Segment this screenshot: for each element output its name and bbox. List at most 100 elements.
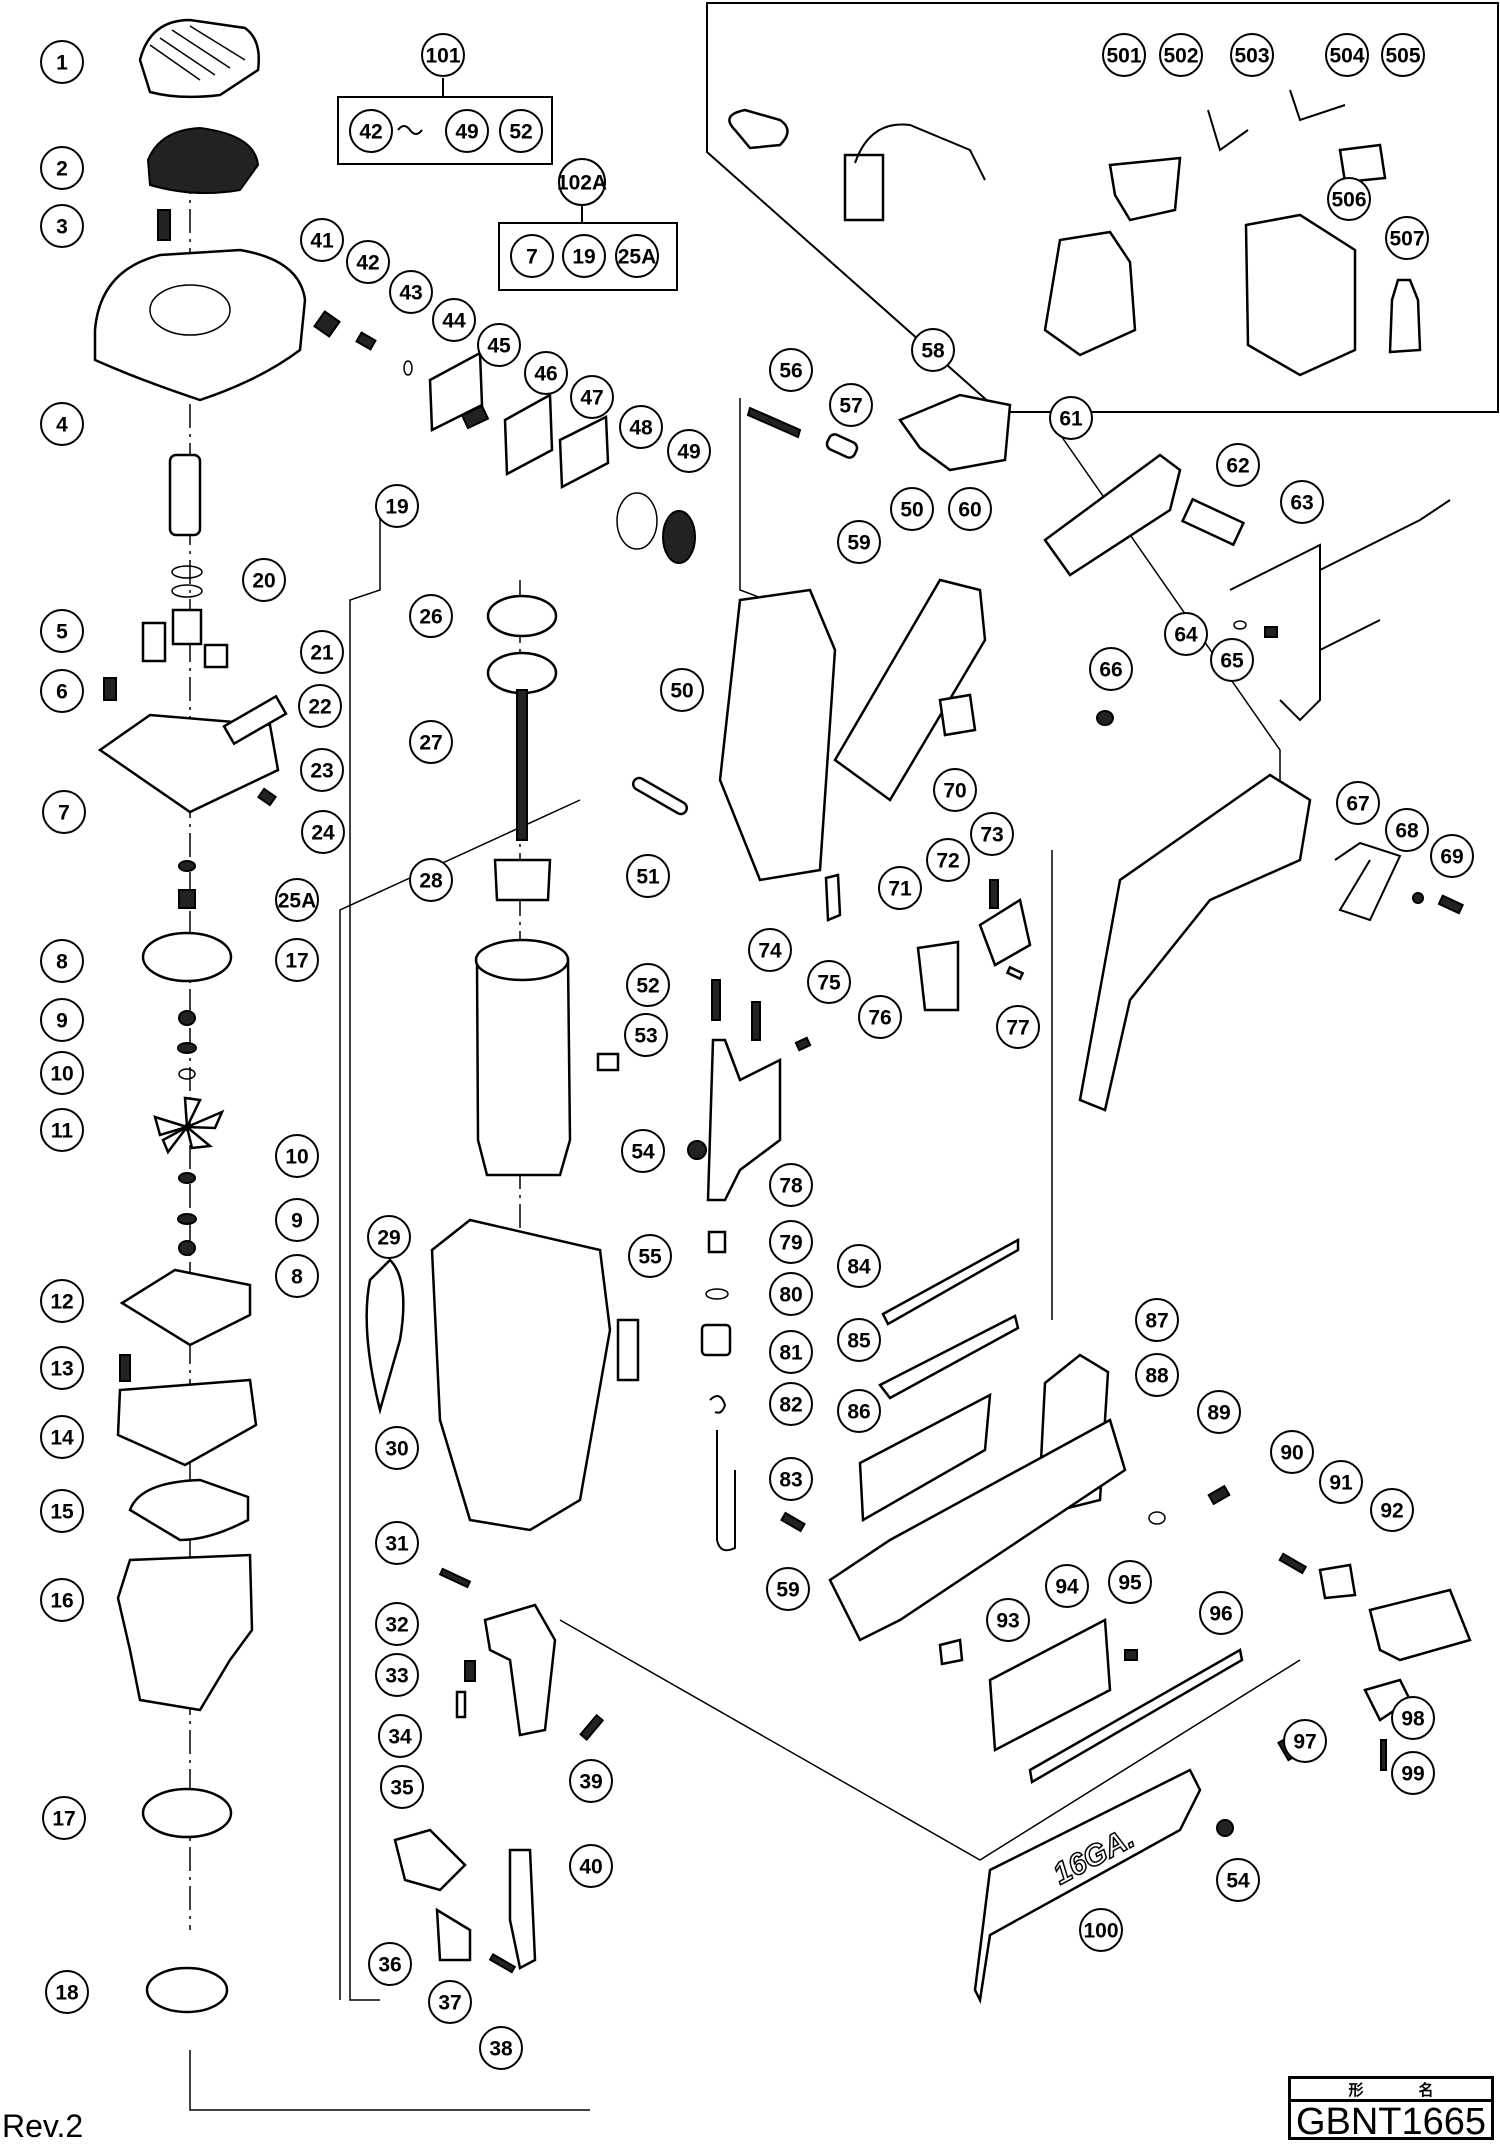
callout-86: 86 [837,1389,881,1433]
svg-text:19: 19 [572,246,595,269]
callout-8: 8 [40,939,84,983]
svg-text:8: 8 [291,1266,303,1289]
kit-101-item-42: 42 [349,109,393,153]
part-89-screw [1207,1484,1231,1506]
svg-text:12: 12 [50,1291,73,1314]
part-35-cover [393,1828,467,1892]
callout-98: 98 [1391,1696,1435,1740]
part-66-nut [1096,710,1114,726]
callout-101: 101 [421,33,465,77]
part-29-label [365,1258,405,1415]
callout-9: 9 [275,1198,319,1242]
svg-text:21: 21 [310,642,334,665]
part-78-bracket [706,1038,782,1202]
callout-91: 91 [1319,1460,1363,1504]
svg-text:78: 78 [779,1175,803,1198]
callout-38: 38 [479,2026,523,2070]
part-86-plate [858,1392,992,1523]
svg-text:53: 53 [634,1025,657,1048]
callout-26: 26 [409,594,453,638]
part-18-retaining-ring [145,1966,229,2014]
part-68-washer [1412,892,1424,904]
svg-text:91: 91 [1329,1472,1353,1495]
part-85-strip [878,1314,1020,1400]
callout-17: 17 [42,1796,86,1840]
title-block-header: 形 名 [1291,2079,1491,2102]
part-10-washer-upper [178,1068,196,1080]
svg-text:43: 43 [399,282,422,305]
svg-text:25A: 25A [278,890,317,913]
callout-1: 1 [40,40,84,84]
callout-12: 12 [40,1279,84,1323]
svg-text:83: 83 [779,1469,802,1492]
callout-14: 14 [40,1415,84,1459]
callout-2: 2 [40,146,84,190]
part-69-bolt [1437,894,1464,915]
callout-34: 34 [378,1714,422,1758]
part-91-latch [1318,1563,1357,1600]
title-block: 形 名 GBNT1665 [1288,2076,1494,2142]
svg-text:505: 505 [1385,45,1420,68]
svg-text:68: 68 [1395,820,1419,843]
part-16-cylinder-housing [116,1553,254,1712]
title-block-header-left: 形 [1348,2081,1364,2099]
part-84-strip [881,1237,1020,1326]
callout-10: 10 [40,1051,84,1095]
svg-text:65: 65 [1220,650,1244,673]
svg-text:44: 44 [442,310,466,333]
svg-text:38: 38 [489,2038,513,2061]
callout-56: 56 [769,348,813,392]
svg-text:52: 52 [636,975,659,998]
callout-28: 28 [409,858,453,902]
svg-text:56: 56 [779,360,802,383]
part-22-link [222,694,288,746]
part-79-adjuster [707,1230,727,1254]
callout-63: 63 [1280,480,1324,524]
svg-text:57: 57 [839,395,862,418]
callout-29: 29 [367,1215,411,1259]
part-1-top-cover [138,18,260,99]
svg-text:48: 48 [629,417,653,440]
svg-text:58: 58 [921,340,945,363]
part-94-case [988,1618,1112,1752]
svg-text:85: 85 [847,1330,871,1353]
callout-89: 89 [1197,1390,1241,1434]
part-52-cylinder-top [474,938,570,982]
callout-85: 85 [837,1318,881,1362]
part-55-label [616,1318,640,1382]
callout-69: 69 [1430,834,1474,878]
part-90-pin [1278,1552,1308,1575]
part-8-nut-upper [178,1010,196,1026]
part-17-ring-upper [141,931,233,983]
part-13-screw [119,1354,131,1382]
part-5-fitting [141,621,167,663]
callout-507: 507 [1385,216,1429,260]
part-82-clip [709,1395,727,1414]
part-502-goggles [1108,156,1182,222]
callout-43: 43 [389,270,433,314]
part-48-o-ring [616,492,658,550]
svg-text:41: 41 [310,230,334,253]
callout-95: 95 [1108,1560,1152,1604]
callout-92: 92 [1370,1488,1414,1532]
callout-503: 503 [1230,33,1274,77]
svg-text:19: 19 [385,496,408,519]
part-63-wire-harness [1229,499,1451,722]
svg-text:82: 82 [779,1394,802,1417]
assembly-outline-left [349,508,381,2001]
svg-text:94: 94 [1055,1576,1079,1599]
callout-68: 68 [1385,808,1429,852]
part-4-port [149,284,231,336]
part-99-pin [1380,1739,1387,1771]
svg-text:99: 99 [1401,1763,1424,1786]
part-9-washer-upper [177,1042,197,1054]
callout-80: 80 [769,1272,813,1316]
svg-text:7: 7 [526,246,538,269]
kit-101-box [337,96,553,165]
part-43-washer [403,360,413,376]
svg-text:45: 45 [487,335,511,358]
svg-text:95: 95 [1118,1572,1142,1595]
callout-30: 30 [375,1426,419,1470]
callout-64: 64 [1164,612,1208,656]
svg-text:61: 61 [1059,408,1083,431]
